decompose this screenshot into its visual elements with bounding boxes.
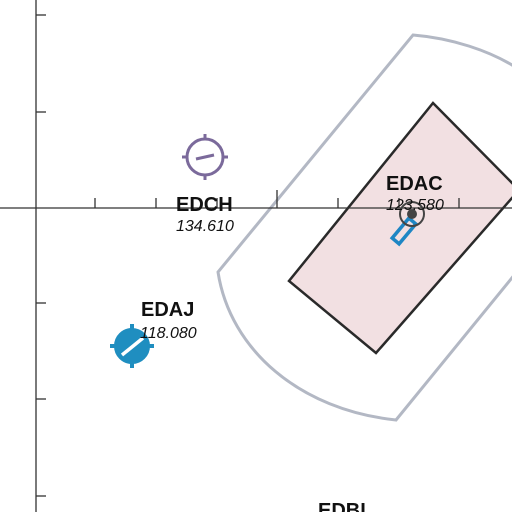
airport-ident-edch: EDCH (176, 194, 233, 216)
outer-airspace-boundary[interactable] (216, 33, 512, 422)
airport-frequency-edac: 123.580 (386, 197, 444, 214)
airport-ident-edbi: EDBI (318, 500, 366, 512)
airport-circle-icon[interactable] (182, 134, 228, 180)
runway-icon[interactable] (389, 215, 419, 247)
airport-frequency-edaj: 118.080 (140, 325, 197, 342)
airport-ident-edaj: EDAJ (141, 299, 194, 321)
airport-ident-edac: EDAC (386, 173, 443, 195)
airport-frequency-edch: 134.610 (176, 218, 234, 235)
airport-filled-circle-icon[interactable] (110, 324, 154, 368)
navaid-marker-icon[interactable] (399, 201, 425, 227)
